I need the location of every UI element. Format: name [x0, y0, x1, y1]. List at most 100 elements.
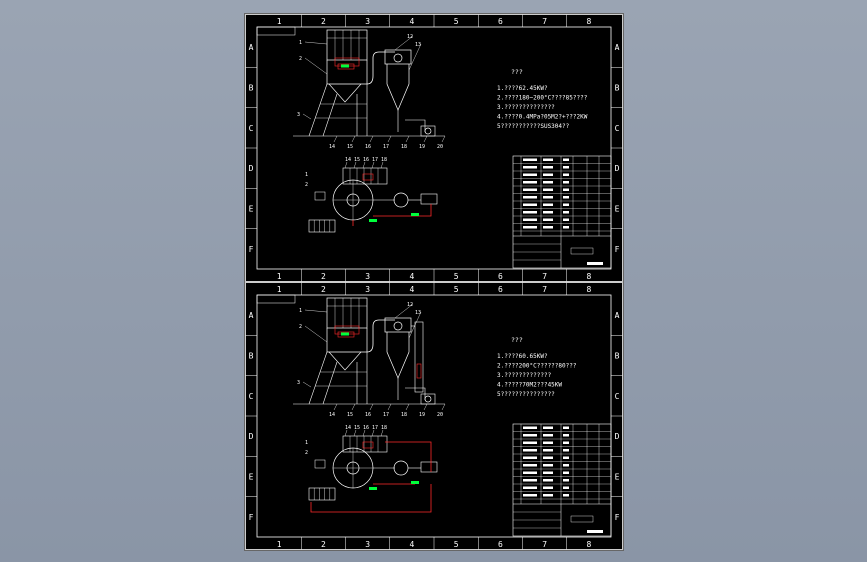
hopper — [328, 83, 362, 103]
row-text — [543, 494, 553, 497]
row-text — [563, 181, 569, 184]
code-box — [256, 26, 296, 36]
row-text — [563, 188, 569, 191]
notes-title: ??? — [511, 68, 523, 76]
row-label-right: C — [615, 392, 620, 401]
row-text — [523, 426, 537, 429]
leader-line — [387, 403, 392, 411]
row-label-left: C — [249, 124, 254, 133]
leader-label: 15 — [347, 412, 353, 418]
leader-line — [369, 135, 374, 143]
control-box — [314, 191, 326, 201]
leader-label: 17 — [372, 157, 378, 163]
leader-line — [304, 325, 328, 343]
red-pipe — [385, 441, 432, 472]
row-text — [523, 203, 537, 206]
row-label-left: D — [249, 432, 254, 441]
note-line: 4.????0.4MPa?05M2?+???2KW — [497, 114, 588, 121]
leader-line — [353, 161, 357, 169]
inner-border — [256, 294, 612, 538]
note-line: 3.????????????? — [497, 372, 552, 379]
column-label-bottom: 8 — [586, 272, 591, 281]
leader-line — [362, 161, 366, 169]
row-text — [523, 441, 537, 444]
column-label-bottom: 4 — [409, 540, 414, 549]
column-label-bottom: 3 — [365, 540, 370, 549]
row-text — [563, 211, 569, 214]
leader-line — [405, 135, 410, 143]
row-text — [523, 226, 537, 229]
leader-line — [405, 403, 410, 411]
row-label-left: F — [249, 245, 254, 254]
leader-label: 20 — [437, 412, 443, 418]
row-text — [543, 226, 553, 229]
row-text — [543, 181, 553, 184]
drawing-number — [587, 530, 603, 533]
title-block — [512, 155, 612, 269]
note-line: 4.?????70M2???45KW — [497, 382, 562, 389]
column-label-top: 7 — [542, 285, 547, 294]
leader-label: 15 — [354, 157, 360, 163]
duct — [366, 51, 395, 85]
note-line: 1.????62.45KW? — [497, 85, 548, 92]
row-label-right: A — [615, 311, 620, 320]
support-legs — [308, 83, 368, 137]
row-label-left: A — [249, 43, 254, 52]
row-text — [543, 166, 553, 169]
leader-line — [369, 403, 374, 411]
column-label-top: 1 — [277, 285, 282, 294]
note-line: 5???????????SUS304?? — [497, 123, 570, 130]
note-line: 3.?????????????? — [497, 104, 555, 111]
row-text — [563, 486, 569, 489]
column-label-bottom: 3 — [365, 272, 370, 281]
column-label-top: 4 — [409, 285, 414, 294]
row-label-left: E — [249, 473, 254, 482]
row-text — [543, 456, 553, 459]
leader-label: 3 — [297, 112, 300, 118]
drawing-number — [587, 262, 603, 265]
row-text — [563, 158, 569, 161]
cyclone-cone — [386, 64, 410, 111]
title-name-box — [570, 247, 594, 255]
row-text — [563, 464, 569, 467]
row-text — [523, 173, 537, 176]
row-text — [543, 158, 553, 161]
leader-label: 19 — [419, 412, 425, 418]
green-indicator — [341, 332, 349, 336]
row-text — [563, 196, 569, 199]
column-label-bottom: 7 — [542, 540, 547, 549]
plan-cyclone — [393, 192, 409, 208]
leader-line — [423, 403, 428, 411]
leader-line — [351, 403, 356, 411]
column-label-top: 6 — [498, 17, 503, 26]
row-text — [523, 471, 537, 474]
row-text — [523, 434, 537, 437]
tower-body — [326, 60, 368, 85]
green-indicator — [341, 64, 349, 68]
heater-marker — [337, 63, 355, 70]
leader-label: 18 — [381, 157, 387, 163]
row-text — [543, 211, 553, 214]
leader-label: 16 — [363, 425, 369, 431]
leader-line — [304, 57, 328, 75]
row-text — [523, 464, 537, 467]
leader-label: 2 — [305, 182, 308, 188]
column-label-bottom: 1 — [277, 272, 282, 281]
leader-line — [371, 429, 375, 437]
leader-label: 14 — [345, 425, 351, 431]
leader-label: 12 — [407, 34, 413, 40]
leader-label: 12 — [407, 302, 413, 308]
leader-label: 19 — [419, 144, 425, 150]
leader-line — [387, 135, 392, 143]
fan-wheel — [424, 395, 432, 403]
leader-label: 2 — [305, 450, 308, 456]
control-box — [314, 459, 326, 469]
outer-border — [245, 14, 623, 282]
row-text — [543, 188, 553, 191]
exhaust-pipe — [405, 387, 426, 400]
column-label-top: 5 — [454, 17, 459, 26]
leader-label: 14 — [345, 157, 351, 163]
